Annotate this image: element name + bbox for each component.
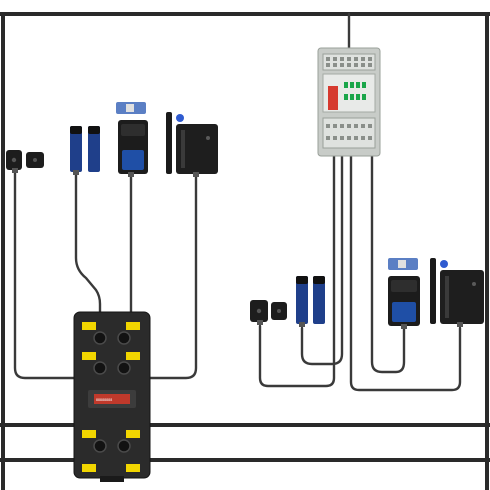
guard-lock-stripe [445, 276, 449, 318]
coded-sensor-pair-left [70, 126, 100, 172]
guard-lock-led [472, 282, 476, 286]
module-display [328, 86, 338, 110]
guard-lock-led [206, 136, 210, 140]
sensor-actuator [313, 276, 325, 324]
hub-display-text: 88888888 [96, 398, 112, 402]
guard-lock-left [166, 112, 218, 174]
guard-lock-stripe [181, 130, 185, 168]
hub-ports [93, 331, 131, 453]
interlock-window [392, 302, 416, 322]
module-top-terminals [322, 53, 376, 71]
interlock-window [122, 150, 144, 170]
lock-actuator-handle [166, 112, 172, 174]
sensor-cap [296, 276, 308, 284]
cable-left-sensor [74, 170, 102, 318]
interlock-head [121, 124, 145, 136]
distribution-module [317, 47, 381, 157]
magnetic-switch-left [6, 150, 44, 170]
safety-interlock-left [116, 102, 148, 174]
hub-display [94, 394, 130, 404]
lock-actuator-handle [430, 258, 436, 324]
cable-right-4 [370, 154, 406, 374]
sensor-actuator [88, 126, 100, 172]
magnet-screw [11, 157, 17, 163]
magnetic-switch-right [250, 300, 287, 322]
hub-port-labels [82, 322, 140, 472]
hub-bottom-connector [100, 476, 124, 482]
cable-right-3 [349, 154, 462, 392]
sensor-pair-icon [296, 276, 308, 324]
cable-right-1 [258, 154, 336, 388]
sensor-cap [88, 126, 100, 134]
cable-right-2 [300, 154, 344, 366]
cable-glands [12, 168, 463, 329]
lock-actuator-knob [176, 114, 184, 122]
module-bottom-screws [326, 124, 372, 140]
sensor-cap [70, 126, 82, 134]
module-bottom-terminals [322, 117, 376, 149]
lock-actuator-knob [440, 260, 448, 268]
magnet-screw [256, 308, 262, 314]
actuator-tab [398, 260, 406, 268]
sensor-pair-icon [70, 126, 82, 172]
safety-interlock-right [388, 258, 420, 326]
cable-left-lock [144, 172, 198, 380]
actuator-tab [126, 104, 134, 112]
magnet-screw [33, 158, 37, 162]
cable-left-magnet [13, 168, 86, 380]
magnet-screw [277, 309, 281, 313]
cables [13, 12, 462, 392]
coded-sensor-pair-right [296, 276, 325, 324]
module-terminal-strip [344, 82, 366, 100]
guard-lock-right [430, 258, 484, 324]
module-top-screws [326, 57, 372, 67]
sensor-cap [313, 276, 325, 284]
interlock-head [391, 280, 417, 292]
field-hub: 88888888 [73, 311, 151, 482]
